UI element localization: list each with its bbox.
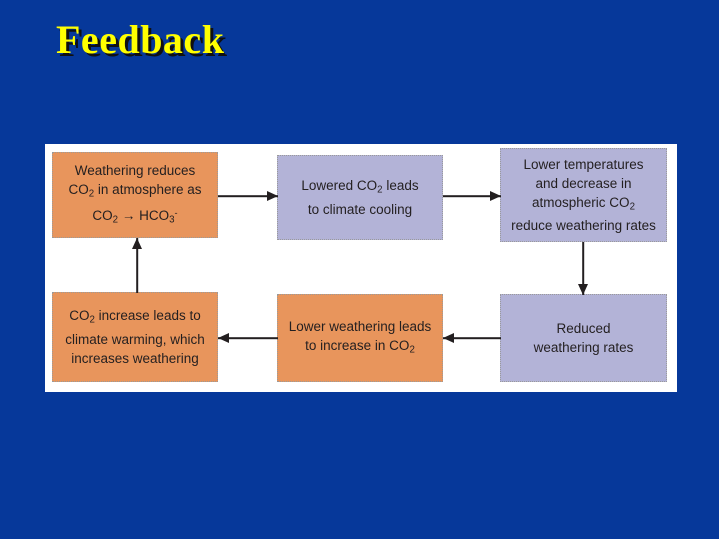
arrow-down-icon	[577, 242, 589, 295]
subscript-2: 2	[377, 184, 383, 196]
arrow-shaft	[136, 238, 138, 293]
subscript-2: 2	[629, 201, 635, 213]
subscript-2: 2	[89, 314, 95, 326]
arrow-head	[578, 284, 588, 295]
arrow-head	[218, 333, 229, 343]
arrow-up-icon	[131, 238, 143, 293]
flow-box-weathering-reduces[interactable]: Weathering reduces CO2 in atmosphere as …	[52, 152, 218, 238]
superscript-minus: -	[174, 207, 178, 218]
arrow-head	[132, 238, 142, 249]
flow-box-co2-increase[interactable]: CO2 increase leads to climate warming, w…	[52, 292, 218, 382]
flow-box-lower-temperatures[interactable]: Lower temperatures and decrease in atmos…	[500, 148, 667, 242]
flow-box-text: Lowered CO2 leads to climate cooling	[301, 178, 419, 217]
subscript-2: 2	[409, 344, 415, 356]
arrow-shaft	[218, 195, 278, 197]
subscript-2: 2	[88, 188, 95, 200]
arrow-shaft	[443, 195, 501, 197]
subscript-2: 2	[112, 214, 119, 226]
arrow-left-icon	[443, 332, 501, 344]
flow-box-lower-weathering[interactable]: Lower weathering leads to increase in CO…	[277, 294, 443, 382]
arrow-shaft	[582, 242, 584, 295]
diagram-panel: Weathering reduces CO2 in atmosphere as …	[45, 144, 677, 392]
subscript-3: 3	[169, 214, 175, 226]
flow-box-reduced-weathering-rates[interactable]: Reduced weathering rates	[500, 294, 667, 382]
arrow-shaft	[218, 337, 278, 339]
arrow-left-icon	[218, 332, 278, 344]
flow-box-text: Lower weathering leads to increase in CO…	[288, 318, 432, 356]
arrow-right-icon	[218, 190, 278, 202]
arrow-head	[443, 333, 454, 343]
page-title: Feedback	[56, 17, 225, 62]
flow-box-text: Reduced weathering rates	[533, 321, 634, 355]
arrow-shaft	[443, 337, 501, 339]
flow-box-text: Weathering reduces CO2 in atmosphere as …	[68, 162, 202, 226]
flow-box-text: CO2 increase leads to climate warming, w…	[65, 308, 205, 366]
arrow-head	[490, 191, 501, 201]
flow-box-text: Lower temperatures and decrease in atmos…	[511, 156, 656, 234]
arrow-head	[267, 191, 278, 201]
flow-box-lowered-co2[interactable]: Lowered CO2 leads to climate cooling	[277, 155, 443, 240]
arrow-right-icon	[443, 190, 501, 202]
